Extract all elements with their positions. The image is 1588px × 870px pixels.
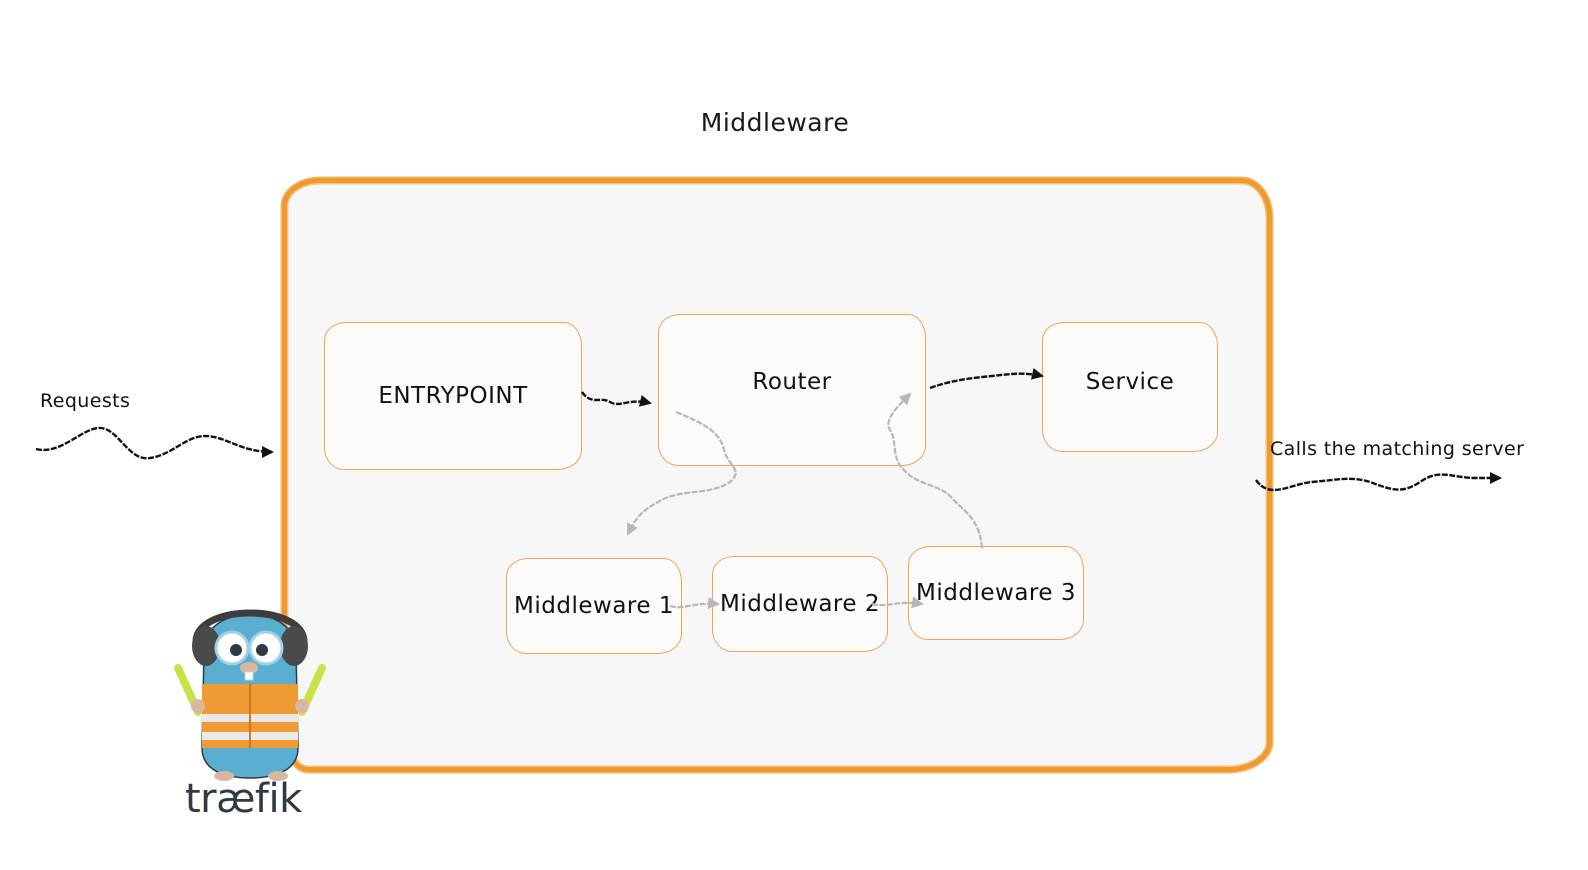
middleware-frame	[282, 178, 1272, 772]
router-label: Router	[752, 369, 832, 395]
entrypoint-node: ENTRYPOINT	[324, 322, 582, 470]
middleware-3-label: Middleware 3	[916, 580, 1076, 606]
arrow-to-matching-server	[1255, 472, 1502, 492]
router-node: Router	[658, 314, 926, 466]
arrow-router-to-middleware-1	[627, 410, 737, 536]
diagram-title: Middleware	[700, 108, 850, 137]
gopher-mascot-icon	[174, 609, 326, 781]
service-node: Service	[1042, 322, 1218, 452]
traefik-logo: træfik	[185, 776, 302, 822]
arrow-entrypoint-to-router	[581, 391, 652, 407]
arrow-router-to-service	[929, 367, 1044, 390]
service-label: Service	[1085, 369, 1175, 395]
middleware-2-label: Middleware 2	[720, 591, 880, 617]
requests-label: Requests	[40, 390, 131, 412]
calls-label: Calls the matching server	[1270, 438, 1525, 460]
arrow-middleware-1-to-2	[669, 597, 720, 610]
middleware-1-node: Middleware 1	[506, 558, 682, 654]
arrow-middleware-3-to-router	[887, 392, 984, 549]
middleware-3-node: Middleware 3	[908, 546, 1084, 640]
arrow-requests-to-entrypoint	[35, 426, 274, 460]
middleware-1-label: Middleware 1	[514, 593, 674, 619]
entrypoint-label: ENTRYPOINT	[378, 383, 528, 409]
arrow-middleware-2-to-3	[871, 596, 924, 609]
middleware-2-node: Middleware 2	[712, 556, 888, 652]
